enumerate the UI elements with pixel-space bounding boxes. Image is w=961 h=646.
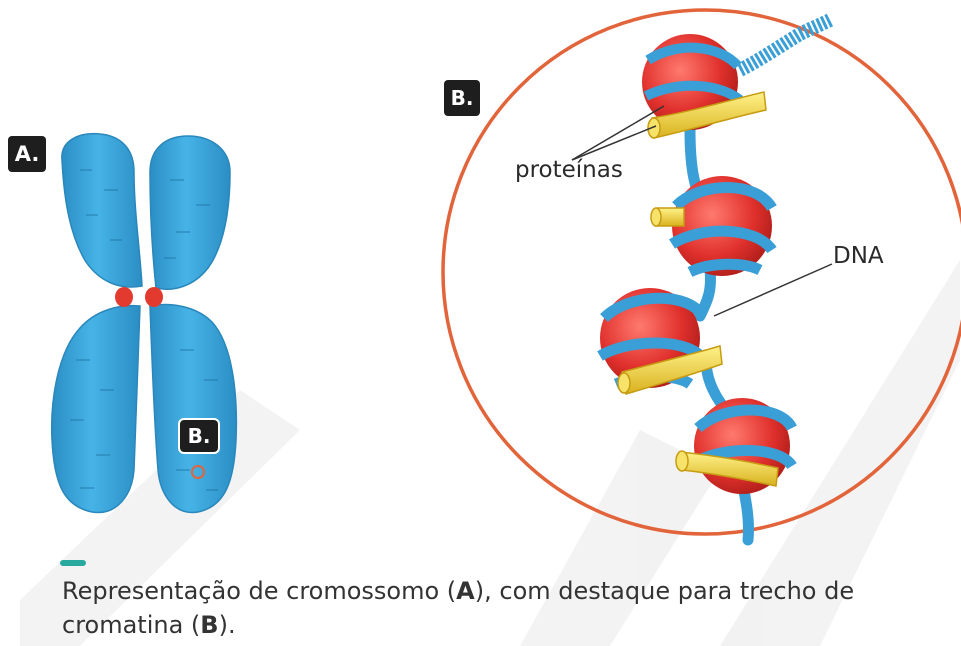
caption-accent-bar xyxy=(60,560,86,566)
chromosome-lower-right-arm xyxy=(150,305,236,513)
centromere-right xyxy=(145,287,163,307)
nucleosome-1 xyxy=(642,34,766,138)
leader-proteinas-2 xyxy=(572,126,656,160)
chromosome-upper-left-arm xyxy=(62,134,142,287)
centromere-left xyxy=(115,287,133,307)
figure-caption: Representação de cromossomo (A), com des… xyxy=(62,574,942,642)
nucleosome-2 xyxy=(651,176,772,276)
chromosome xyxy=(52,134,237,513)
coiled-dna-strand xyxy=(740,20,830,70)
label-a: A. xyxy=(8,136,46,172)
chromosome-lower-left-arm xyxy=(52,306,140,513)
annotation-proteinas: proteínas xyxy=(515,157,623,183)
caption-b: B xyxy=(200,611,218,639)
label-b-zoom: B. xyxy=(444,80,480,116)
label-b-small: B. xyxy=(180,420,218,452)
caption-a: A xyxy=(456,577,475,605)
caption-part3: ). xyxy=(219,611,236,639)
caption-part1: Representação de cromossomo ( xyxy=(62,577,456,605)
annotation-dna: DNA xyxy=(833,243,884,269)
chromosome-upper-right-arm xyxy=(150,136,230,289)
